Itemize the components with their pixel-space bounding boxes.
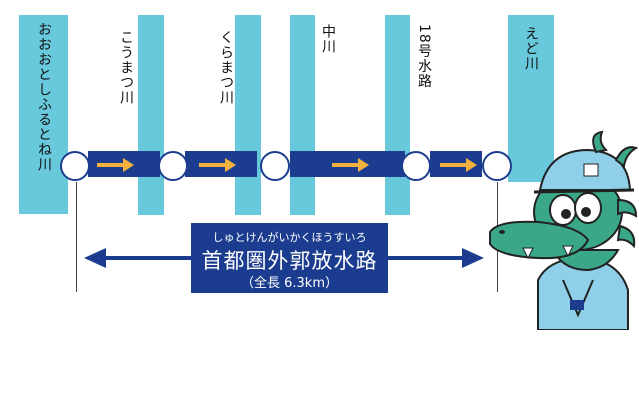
tunnel-title: 首都圏外郭放水路 — [201, 249, 378, 273]
shaft-circle-2 — [158, 151, 188, 181]
tunnel-length: （全長 6.3km） — [241, 276, 338, 291]
river-bar-18gou — [385, 15, 410, 215]
river-bar-nakagawa — [290, 15, 315, 215]
shaft-circle-4 — [401, 151, 431, 181]
tunnel-title-ruby: しゅとけんがいかくほうすいろ — [212, 231, 367, 244]
shaft-circle-3 — [260, 151, 290, 181]
flow-arrow-icon — [199, 158, 236, 172]
river-bar-edogawa — [508, 15, 554, 182]
river-bar-kuramatsu — [235, 15, 261, 215]
tunnel-title-box: しゅとけんがいかくほうすいろ 首都圏外郭放水路 （全長 6.3km） — [191, 223, 388, 293]
arrow-right-icon — [462, 248, 484, 268]
river-label-nakagawa: 中川 — [320, 24, 336, 54]
shaft-circle-5 — [482, 151, 512, 181]
arrow-left-icon — [84, 248, 106, 268]
river-label-kuramatsu: くらまつ川 — [218, 30, 234, 105]
shaft-line-left — [76, 182, 77, 292]
flow-arrow-icon — [440, 158, 477, 172]
river-label-18gou: 18号水路 — [416, 24, 432, 89]
river-bar-ootoshifurutone — [19, 15, 68, 214]
flow-arrow-icon — [332, 158, 369, 172]
river-label-koumatsu: こうまつ川 — [118, 30, 134, 105]
flow-arrow-icon — [97, 158, 134, 172]
river-label-ootoshifurutone: おおおとしふるとね川 — [36, 22, 52, 172]
river-label-edogawa: えど川 — [523, 26, 539, 71]
dragon-mascot-icon — [489, 130, 638, 330]
shaft-circle-1 — [60, 151, 90, 181]
river-bar-koumatsu — [138, 15, 164, 215]
